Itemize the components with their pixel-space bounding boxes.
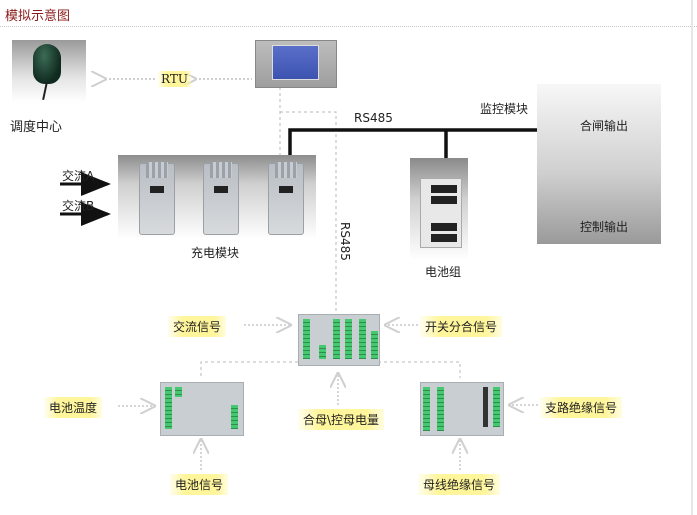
battery-bank-label: 电池组 xyxy=(425,265,462,279)
page-title: 模拟示意图 xyxy=(5,9,71,24)
closing-output-label: 合闸输出 xyxy=(580,119,629,133)
charger-unit xyxy=(203,162,239,235)
battery-cabinet xyxy=(420,178,462,248)
charger-unit xyxy=(139,162,175,235)
page-edge-divider xyxy=(691,0,693,515)
touch-panel-screen xyxy=(272,45,319,80)
rs485-bus xyxy=(288,128,545,155)
monitor-module-label: 监控模块 xyxy=(480,102,529,116)
charger-unit xyxy=(268,162,304,235)
monitor-module-box xyxy=(537,84,661,244)
bus-voltage-label: 合母\控母电量 xyxy=(298,409,385,430)
title-divider xyxy=(0,26,697,27)
battery-io-module xyxy=(160,382,244,436)
mouse-icon xyxy=(33,44,61,84)
charger-module-label: 充电模块 xyxy=(191,246,240,260)
link-io-left xyxy=(200,361,298,378)
dispatch-center-label: 调度中心 xyxy=(10,120,63,135)
control-output-label: 控制输出 xyxy=(580,220,629,234)
ac-input-b-label: 交流B xyxy=(62,199,95,213)
battery-temp-label: 电池温度 xyxy=(44,397,103,418)
link-rs485-dashed xyxy=(280,111,337,315)
ac-signal-label: 交流信号 xyxy=(168,316,227,337)
battery-signal-label: 电池信号 xyxy=(170,474,229,495)
rs485-horizontal-label: RS485 xyxy=(354,111,393,125)
central-io-module xyxy=(298,314,380,366)
ac-input-a-label: 交流A xyxy=(62,169,95,183)
switch-signal-label: 开关分合信号 xyxy=(420,316,503,337)
link-io-right xyxy=(378,361,461,378)
rs485-vertical-label: RS485 xyxy=(338,222,352,261)
bus-insulation-label: 母线绝缘信号 xyxy=(418,474,501,495)
rtu-label: RTU xyxy=(158,71,191,87)
branch-insulation-label: 支路绝缘信号 xyxy=(540,397,623,418)
insulation-io-module xyxy=(420,382,504,436)
